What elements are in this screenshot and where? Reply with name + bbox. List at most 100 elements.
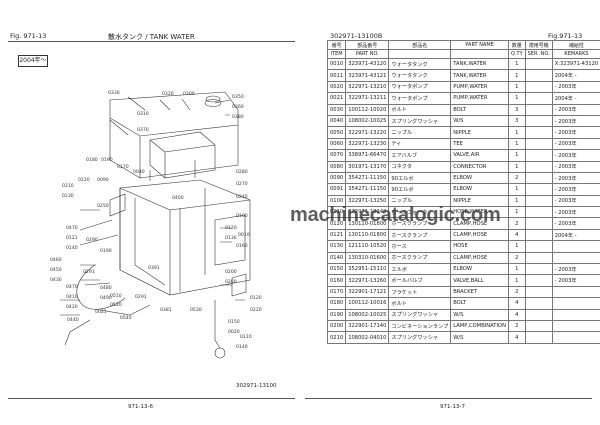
table-cell-jp: エアバルブ	[388, 149, 452, 162]
callout-label: 0400	[172, 196, 184, 201]
table-cell-item: 0011	[326, 69, 347, 82]
table-cell-item: 0150	[326, 263, 347, 276]
col-name-en: PART NAME	[450, 40, 509, 50]
callout-label: 0540	[120, 316, 132, 321]
table-cell-remarks: - 2003年	[551, 217, 600, 230]
callout-label: 0250	[97, 204, 109, 209]
table-cell-qty: 1	[507, 80, 526, 94]
callout-label: 0520	[110, 303, 122, 308]
table-cell-part-no: 352951-15110	[345, 263, 390, 276]
parts-table: 番号 部品番号 部品名 PART NAME 数量 適用号機 補給性 ITEM P…	[326, 40, 600, 344]
table-cell-name: BOLT	[450, 103, 509, 116]
table-cell-part-no: 108002-04010	[345, 331, 390, 344]
table-cell-part-no: 322901-17140	[345, 319, 390, 333]
callout-label: 0430	[50, 278, 62, 283]
table-cell-name: CLAMP,HOSE	[450, 228, 509, 242]
table-cell-part-no: 323971-43120	[345, 57, 390, 71]
table-cell-part-no: 322971-13260	[345, 274, 390, 287]
callout-label: 0391	[148, 266, 160, 271]
callout-label: 0300	[183, 92, 195, 97]
table-cell-jp: 90エルボ	[388, 183, 452, 196]
table-cell-qty: 2	[507, 171, 526, 185]
table-cell-serial	[524, 274, 553, 287]
table-cell-name: TANK,WATER	[450, 69, 509, 82]
table-cell-item: 0170	[326, 285, 347, 299]
table-cell-name: BRACKET	[450, 285, 509, 299]
table-cell-qty: 1	[507, 149, 526, 162]
table-cell-item: 0080	[326, 160, 347, 173]
table-cell-qty: 1	[507, 126, 526, 139]
col-partno-en: PART NO.	[345, 49, 390, 59]
table-cell-remarks: - 2003年	[551, 126, 600, 139]
table-cell-qty: 2	[507, 285, 526, 299]
tank-assembly-drawing	[60, 91, 251, 359]
table-cell-part-no: 322971-13210	[345, 80, 390, 94]
callout-label: 0420	[66, 305, 78, 310]
table-cell-jp: ティ	[388, 137, 452, 151]
table-cell-item: 0050	[326, 126, 347, 139]
table-cell-part-no: 322971-13230	[345, 137, 390, 151]
table-cell-remarks	[551, 240, 600, 253]
callout-label: 0270	[236, 182, 248, 187]
table-cell-remarks: - 2003年	[551, 80, 600, 94]
table-cell-name: W/S	[450, 114, 509, 128]
col-name-blank	[388, 49, 452, 59]
diagram-number: 302971-13100	[236, 383, 277, 389]
table-cell-remarks	[551, 297, 600, 310]
callout-label: 0381	[160, 308, 172, 313]
table-cell-remarks: - 2003年	[551, 103, 600, 116]
callout-label: 0350	[232, 95, 244, 100]
table-cell-remarks: 2004年 -	[551, 92, 600, 105]
callout-label: 0120	[225, 226, 237, 231]
table-cell-item: 0210	[326, 331, 347, 344]
callout-label: 0240	[236, 195, 248, 200]
table-cell-serial	[524, 57, 553, 71]
callout-label: 0010	[238, 233, 250, 238]
table-cell-part-no: 322901-17121	[345, 285, 390, 299]
callout-label: 0110	[240, 335, 252, 340]
table-cell-item: 0030	[326, 103, 347, 116]
table-cell-jp: エルボ	[388, 263, 452, 276]
table-cell-remarks: - 2003年	[551, 171, 600, 185]
table-cell-remarks: X:323971-43120	[551, 57, 600, 71]
table-cell-qty: 1	[507, 263, 526, 276]
table-cell-qty: 1	[507, 274, 526, 287]
table-cell-qty: 4	[507, 331, 526, 344]
table-cell-serial	[524, 217, 553, 230]
callout-label: 0490	[100, 296, 112, 301]
col-name-jp: 部品名	[388, 40, 452, 50]
callout-label: 0100	[236, 214, 248, 219]
table-cell-jp: コンビネーションランプ	[388, 319, 452, 333]
table-cell-qty: 1	[507, 240, 526, 253]
table-cell-name: VALVE,AIR	[450, 149, 509, 162]
table-cell-remarks	[551, 285, 600, 299]
table-cell-name: W/S	[450, 331, 509, 344]
table-cell-name: NIPPLE	[450, 126, 509, 139]
callout-label: 0291	[135, 295, 147, 300]
table-cell-name: BOLT	[450, 297, 509, 310]
callout-label: 0190	[101, 158, 113, 163]
table-cell-remarks: - 2003年	[551, 183, 600, 196]
table-cell-name: PUMP,WATER	[450, 80, 509, 94]
table-cell-jp: スプリングワッシャ	[388, 114, 452, 128]
header-rule-left	[8, 41, 295, 42]
table-cell-item: 0190	[326, 308, 347, 322]
callout-label: 0320	[162, 92, 174, 97]
callout-label: 0230	[62, 194, 74, 199]
table-cell-remarks: - 2003年	[551, 149, 600, 162]
table-cell-name: LAMP,COMBINATION	[450, 319, 509, 333]
col-qty-en: Q.TY	[507, 49, 526, 59]
col-name-blank	[450, 49, 509, 59]
col-item-en: ITEM	[326, 49, 347, 59]
table-cell-serial	[524, 194, 553, 208]
table-cell-remarks: - 2003年	[551, 263, 600, 276]
